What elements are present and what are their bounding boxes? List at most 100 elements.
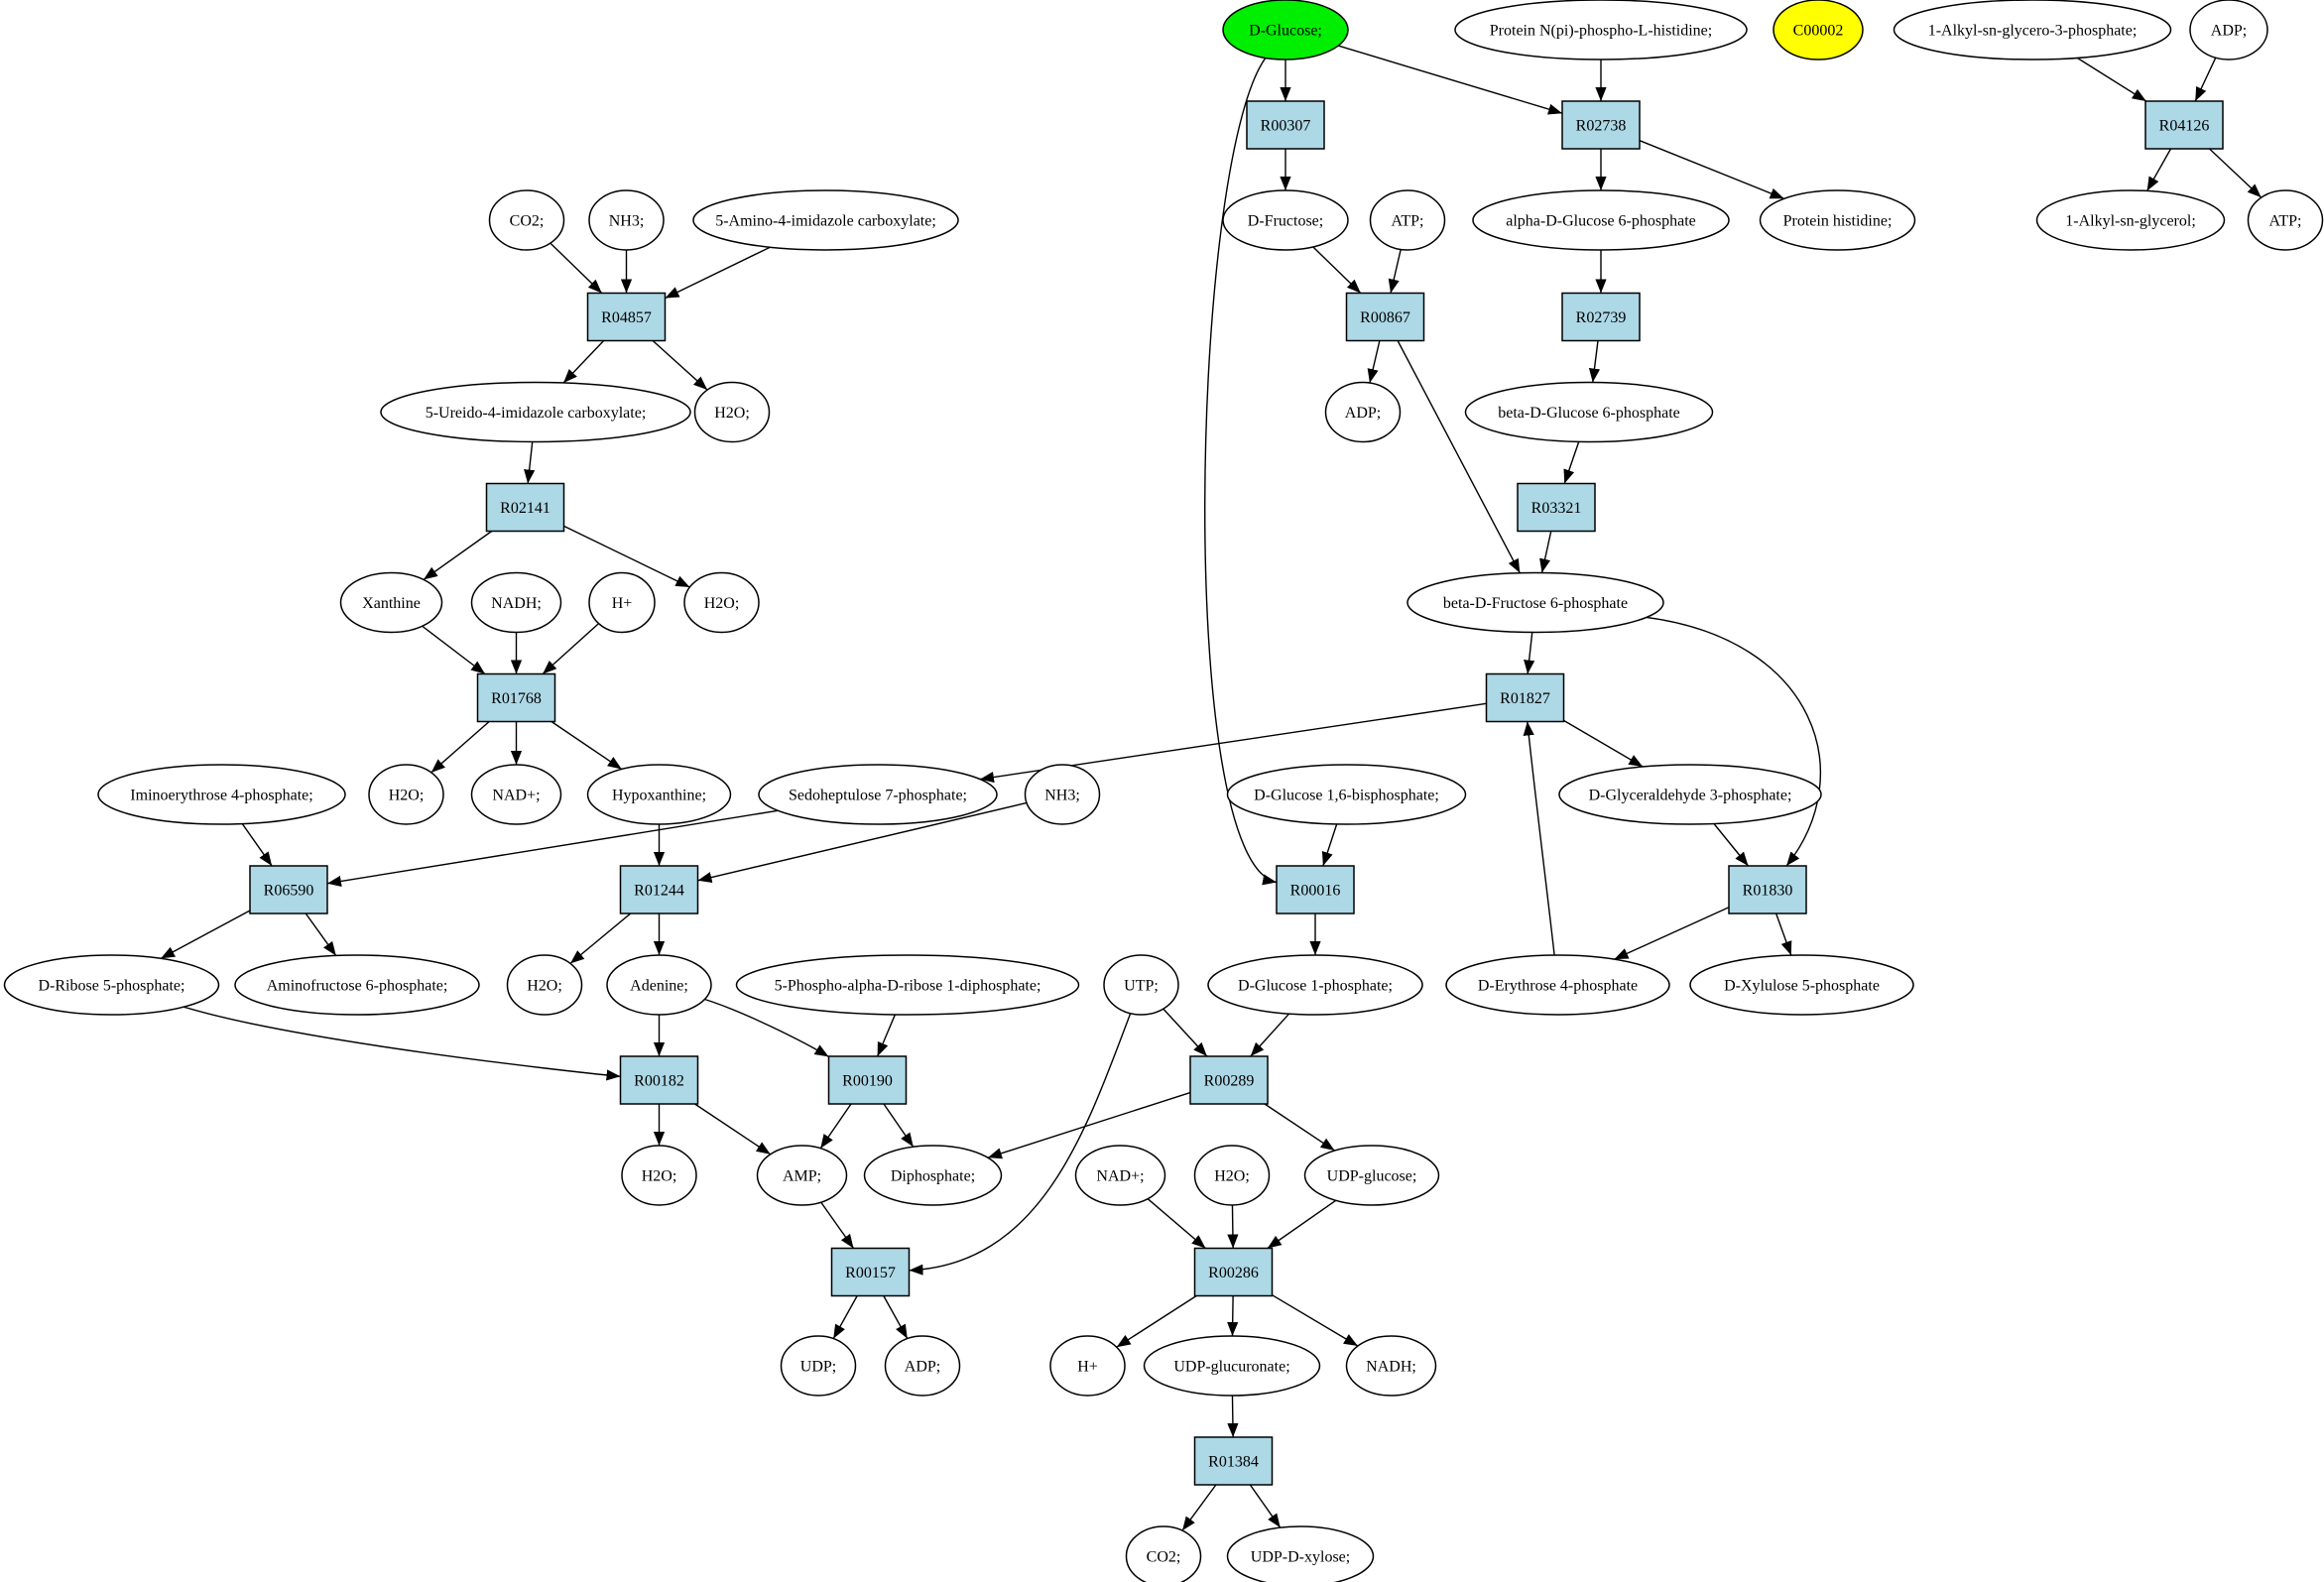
compound-node-utp[interactable]: UTP; — [1103, 954, 1179, 1016]
compound-label: UDP-glucuronate; — [1173, 1359, 1289, 1376]
reaction-box — [485, 482, 565, 533]
compound-node-nad2[interactable]: NAD+; — [1074, 1145, 1166, 1206]
reaction-box — [830, 1247, 911, 1297]
edge-atp1-to-R00867 — [1388, 249, 1402, 294]
compound-ellipse — [756, 1145, 848, 1206]
reaction-node-R00289[interactable]: R00289 — [1189, 1055, 1269, 1105]
compound-node-r5p[interactable]: D-Ribose 5-phosphate; — [3, 954, 220, 1016]
reaction-node-R00016[interactable]: R00016 — [1276, 865, 1355, 914]
reaction-node-R04857[interactable]: R04857 — [586, 292, 667, 342]
reaction-node-R03321[interactable]: R03321 — [1517, 482, 1596, 533]
compound-node-ppi[interactable]: Diphosphate; — [863, 1145, 1003, 1206]
reaction-node-R00190[interactable]: R00190 — [827, 1055, 908, 1105]
compound-node-fru[interactable]: D-Fructose; — [1222, 189, 1349, 251]
compound-ellipse — [1407, 571, 1664, 634]
compound-node-s7p[interactable]: Sedoheptulose 7-phosphate; — [758, 764, 998, 825]
compound-node-uic[interactable]: 5-Ureido-4-imidazole carboxylate; — [380, 381, 691, 443]
compound-node-h2of[interactable]: H2O; — [1193, 1145, 1271, 1206]
reaction-node-R02738[interactable]: R02738 — [1561, 100, 1641, 150]
reaction-node-R00182[interactable]: R00182 — [619, 1055, 699, 1105]
compound-node-adp3[interactable]: ADP; — [884, 1335, 961, 1397]
compound-node-co2b[interactable]: CO2; — [1125, 1525, 1202, 1582]
reaction-node-R00867[interactable]: R00867 — [1345, 292, 1425, 342]
compound-node-phis[interactable]: Protein N(pi)-phospho-L-histidine; — [1454, 0, 1748, 61]
compound-label: NADH; — [491, 595, 542, 612]
edge-g1p-to-R00289 — [1250, 1013, 1290, 1057]
compound-label: Protein N(pi)-phospho-L-histidine; — [1490, 23, 1712, 40]
reaction-node-R02739[interactable]: R02739 — [1561, 292, 1641, 342]
compound-node-co2a[interactable]: CO2; — [488, 189, 565, 251]
reaction-node-R01244[interactable]: R01244 — [619, 865, 699, 914]
compound-node-nadh2[interactable]: NADH; — [1345, 1335, 1437, 1397]
compound-ellipse — [1445, 954, 1670, 1016]
compound-node-alkp[interactable]: 1-Alkyl-sn-glycero-3-phosphate; — [1893, 0, 2172, 61]
compound-ellipse — [1689, 954, 1914, 1016]
compound-node-his[interactable]: Protein histidine; — [1759, 189, 1916, 251]
compound-node-c2[interactable]: C00002 — [1773, 0, 1864, 61]
compound-node-nh3b[interactable]: NH3; — [1024, 764, 1101, 825]
compound-ellipse — [780, 1335, 857, 1397]
compound-node-h2od[interactable]: H2O; — [506, 954, 583, 1016]
compound-node-nad1[interactable]: NAD+; — [470, 764, 562, 825]
compound-node-atp1[interactable]: ATP; — [1369, 189, 1446, 251]
edge-R03321-to-bf6p — [1539, 531, 1552, 573]
compound-node-ade[interactable]: Adenine; — [606, 954, 712, 1016]
reaction-node-R00307[interactable]: R00307 — [1246, 100, 1325, 150]
compound-node-alkg[interactable]: 1-Alkyl-sn-glycerol; — [2035, 189, 2226, 251]
compound-node-bg6p[interactable]: beta-D-Glucose 6-phosphate — [1464, 381, 1714, 443]
reaction-node-R00157[interactable]: R00157 — [830, 1247, 911, 1297]
edge-hp1-to-R01768 — [542, 623, 600, 675]
compound-ellipse — [1464, 381, 1714, 443]
reaction-node-R01830[interactable]: R01830 — [1728, 865, 1807, 914]
compound-node-e4p[interactable]: D-Erythrose 4-phosphate — [1445, 954, 1670, 1016]
edge-R00157-to-udp — [832, 1295, 858, 1339]
compound-ellipse — [735, 954, 1080, 1016]
compound-node-ga3p[interactable]: D-Glyceraldehyde 3-phosphate; — [1558, 764, 1822, 825]
compound-node-atp2[interactable]: ATP; — [2247, 189, 2324, 251]
compound-node-g1p[interactable]: D-Glucose 1-phosphate; — [1207, 954, 1423, 1016]
compound-label: Xanthine — [362, 595, 421, 612]
reaction-node-R00286[interactable]: R00286 — [1193, 1247, 1274, 1297]
compound-node-h2ob[interactable]: H2O; — [683, 571, 760, 634]
reaction-label: R01384 — [1208, 1454, 1259, 1471]
compound-node-bf6p[interactable]: beta-D-Fructose 6-phosphate — [1407, 571, 1664, 634]
compound-node-hp1[interactable]: H+ — [588, 571, 656, 634]
compound-node-g16bp[interactable]: D-Glucose 1,6-bisphosphate; — [1226, 764, 1467, 825]
compound-node-glc[interactable]: D-Glucose; — [1222, 0, 1349, 61]
compound-node-aic[interactable]: 5-Amino-4-imidazole carboxylate; — [692, 189, 959, 251]
reaction-node-R06590[interactable]: R06590 — [249, 865, 328, 914]
compound-node-udpx[interactable]: UDP-D-xylose; — [1226, 1525, 1375, 1582]
compound-ellipse — [863, 1145, 1003, 1206]
compound-node-adp2[interactable]: ADP; — [1324, 381, 1402, 443]
compound-label: 1-Alkyl-sn-glycero-3-phosphate; — [1928, 23, 2138, 40]
compound-node-udp[interactable]: UDP; — [780, 1335, 857, 1397]
compound-node-amp[interactable]: AMP; — [756, 1145, 848, 1206]
edge-nh3b-to-R01244 — [697, 801, 1028, 884]
compound-node-adp1[interactable]: ADP; — [2189, 0, 2268, 61]
compound-node-xan[interactable]: Xanthine — [339, 571, 443, 634]
compound-node-ag6p[interactable]: alpha-D-Glucose 6-phosphate — [1472, 189, 1730, 251]
compound-node-hp2[interactable]: H+ — [1049, 1335, 1126, 1397]
compound-node-xu5p[interactable]: D-Xylulose 5-phosphate — [1689, 954, 1914, 1016]
compound-node-h2oe[interactable]: H2O; — [621, 1145, 697, 1206]
compound-node-ie4p[interactable]: Iminoerythrose 4-phosphate; — [97, 764, 346, 825]
compound-node-h2oc[interactable]: H2O; — [368, 764, 444, 825]
reaction-node-R01827[interactable]: R01827 — [1485, 672, 1565, 723]
compound-label: Aminofructose 6-phosphate; — [267, 978, 448, 995]
compound-node-prpp[interactable]: 5-Phospho-alpha-D-ribose 1-diphosphate; — [735, 954, 1080, 1016]
reaction-node-R01768[interactable]: R01768 — [476, 672, 556, 723]
reaction-box — [1193, 1247, 1274, 1297]
reaction-box — [1728, 865, 1807, 914]
compound-node-nadh1[interactable]: NADH; — [470, 571, 562, 634]
reaction-node-R04126[interactable]: R04126 — [2144, 100, 2224, 150]
compound-node-nh3a[interactable]: NH3; — [588, 189, 665, 251]
reaction-node-R01384[interactable]: R01384 — [1193, 1436, 1274, 1486]
reaction-node-R02141[interactable]: R02141 — [485, 482, 565, 533]
compound-node-udpg[interactable]: UDP-glucose; — [1303, 1145, 1440, 1206]
compound-node-h2oa[interactable]: H2O; — [693, 381, 771, 443]
compound-node-hyp[interactable]: Hypoxanthine; — [586, 764, 732, 825]
compound-label: UDP-D-xylose; — [1251, 1549, 1350, 1566]
compound-node-udpga[interactable]: UDP-glucuronate; — [1143, 1335, 1321, 1397]
compound-node-af6p[interactable]: Aminofructose 6-phosphate; — [234, 954, 480, 1016]
compound-label: ADP; — [1345, 405, 1381, 422]
